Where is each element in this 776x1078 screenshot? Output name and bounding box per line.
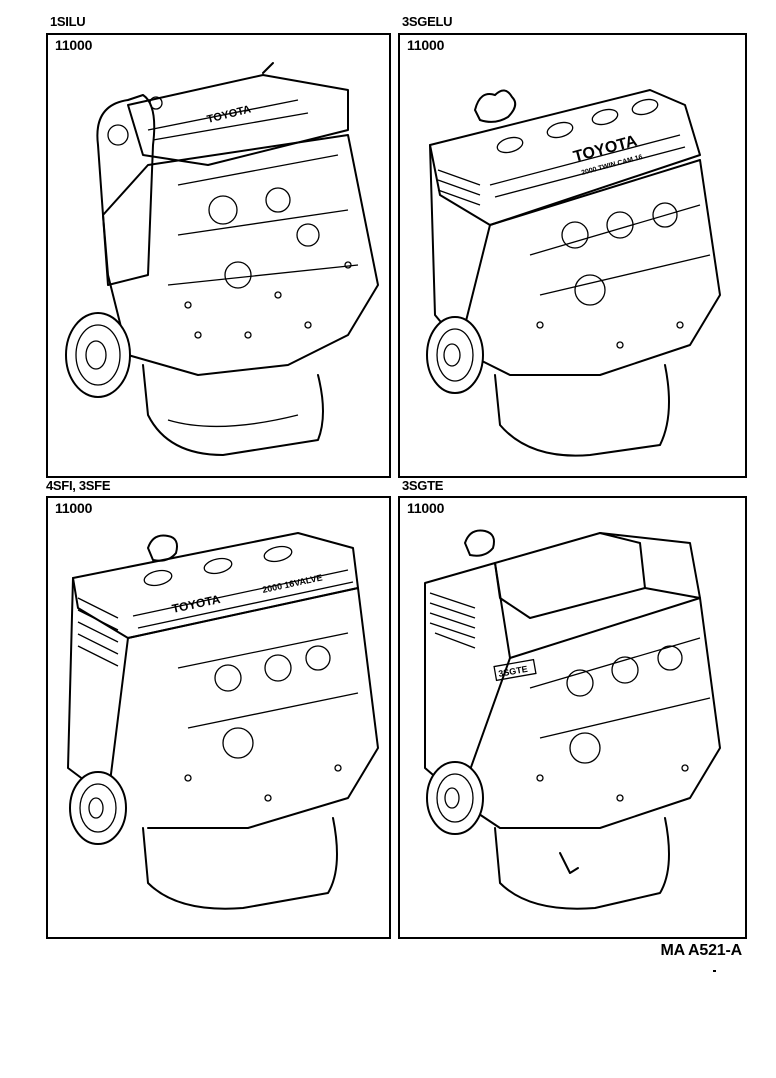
svg-text:TOYOTA: TOYOTA <box>206 103 252 125</box>
engine-illustration-3sgte: 3SGTE <box>424 529 721 910</box>
engine-panel-3sgelu[interactable]: 11000 TOYOTA 2000 TWIN CAM 16 <box>398 33 747 478</box>
catalog-reference-code: MA A521-A <box>660 942 743 959</box>
panel-model-label-1silu: 1SILU <box>50 14 86 29</box>
panel-model-label-4sfi-3sfe: 4SFI, 3SFE <box>46 478 111 493</box>
part-number: 11000 <box>407 500 445 516</box>
part-number: 11000 <box>55 500 93 516</box>
engine-panel-1silu[interactable]: 11000 TOYOTA <box>46 33 391 478</box>
svg-text:2000 16VALVE: 2000 16VALVE <box>261 572 323 595</box>
part-number: 11000 <box>407 37 445 53</box>
panel-model-label-3sgelu: 3SGELU <box>402 14 453 29</box>
engine-illustration-4sfi-3sfe: TOYOTA 2000 16VALVE <box>67 532 379 910</box>
svg-text:3SGTE: 3SGTE <box>498 664 529 679</box>
part-number: 11000 <box>55 37 93 53</box>
panel-model-label-3sgte: 3SGTE <box>402 478 444 493</box>
mark-dot <box>713 970 716 972</box>
engine-panel-4sfi-3sfe[interactable]: 11000 TOYOTA 2000 16VALVE <box>46 496 391 939</box>
engine-panel-3sgte[interactable]: 11000 3SGTE <box>398 496 747 939</box>
engine-illustration-3sgelu: TOYOTA 2000 TWIN CAM 16 <box>426 89 721 457</box>
engine-illustration-1silu: TOYOTA <box>65 62 379 456</box>
